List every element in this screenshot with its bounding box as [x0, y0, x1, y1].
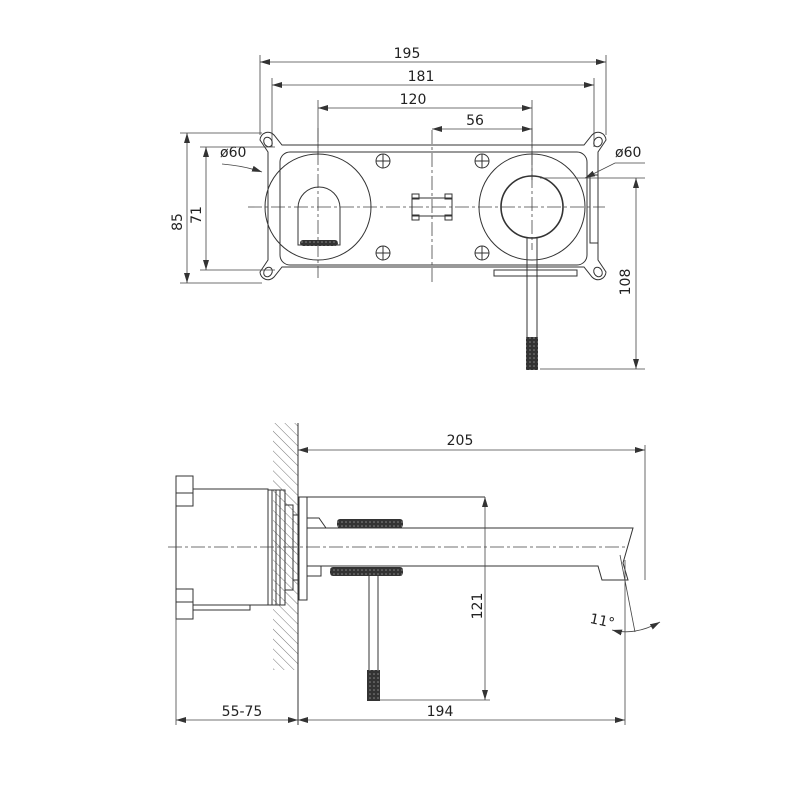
handle-rosette	[478, 153, 586, 261]
top-view: 195 181 120 56 ø60 ø60	[170, 46, 645, 370]
concealed-body	[175, 475, 308, 620]
aerator	[300, 240, 338, 246]
dim-label-194: 194	[427, 704, 454, 720]
lever-arm	[526, 238, 538, 337]
dim-label-181: 181	[408, 69, 435, 85]
side-view: 205 121 11° 55-75 194	[168, 423, 661, 725]
side-lever-arm	[368, 576, 379, 670]
dim-label-71: 71	[189, 206, 205, 224]
dim-label-right-diameter: ø60	[615, 145, 641, 161]
dim-label-205: 205	[447, 433, 474, 449]
dim-label-56: 56	[466, 113, 484, 129]
dim-label-left-diameter: ø60	[220, 145, 246, 161]
dim-label-85: 85	[170, 213, 186, 231]
dim-label-angle: 11°	[588, 611, 616, 632]
spout-rosette	[264, 153, 372, 261]
dim-label-121: 121	[470, 593, 486, 620]
side-lever-grip	[367, 670, 380, 701]
diverter-connector	[411, 193, 453, 221]
lever-grip	[526, 337, 538, 370]
handle-sleeve-top	[337, 519, 403, 528]
screw-icons	[375, 153, 490, 261]
spout-body	[307, 496, 634, 581]
handle-knob	[500, 175, 564, 239]
handle-sleeve-bottom	[330, 567, 403, 576]
dim-label-108: 108	[618, 269, 634, 296]
spout-outline	[297, 186, 341, 246]
dim-label-120: 120	[400, 92, 427, 108]
dim-label-55-75: 55-75	[222, 704, 263, 720]
dim-label-195: 195	[394, 46, 421, 62]
